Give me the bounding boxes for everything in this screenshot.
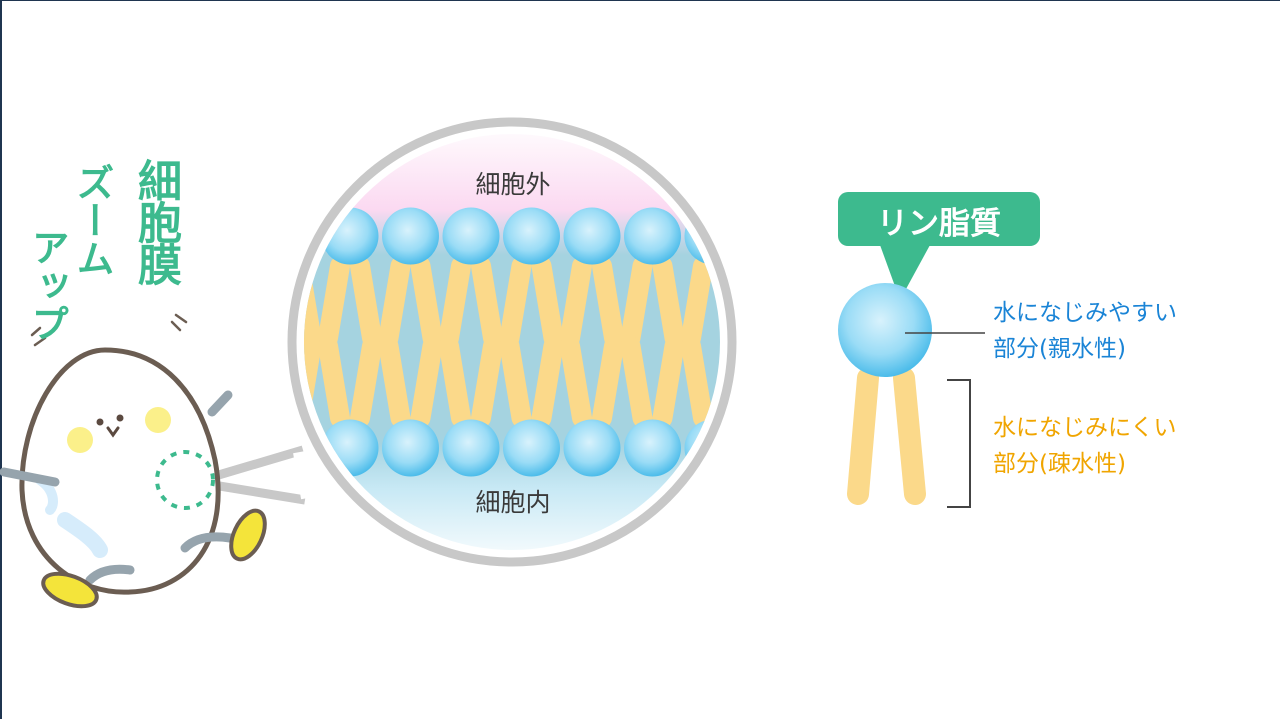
lipid-tail xyxy=(410,336,443,428)
lipid-tail xyxy=(681,256,713,348)
lipid-tail xyxy=(560,256,592,348)
zoom-target-icon xyxy=(155,450,215,510)
lipid-tail xyxy=(652,256,685,348)
lipid-head xyxy=(624,207,681,265)
lipid-tail xyxy=(592,256,624,348)
inside-cell-label: 細胞内 xyxy=(475,488,551,517)
lipid-head xyxy=(382,419,439,477)
lipid-head xyxy=(442,419,500,477)
lipid-head xyxy=(563,419,621,477)
lipid-tail xyxy=(531,256,564,348)
hydrophilic-line2: 部分(親水性) xyxy=(993,336,1126,362)
hydrophobic-line2: 部分(疎水性) xyxy=(993,451,1126,477)
lipid-tail xyxy=(439,336,471,428)
lipid-tail xyxy=(681,336,713,428)
lipid-head xyxy=(503,419,560,477)
lipid-tail xyxy=(439,256,471,348)
lipid-tail xyxy=(471,256,503,348)
lipid-tail xyxy=(378,336,411,428)
lipid-tail xyxy=(350,336,382,428)
hydrophobic-line1: 水になじみにくい xyxy=(993,415,1177,441)
lipid-tail xyxy=(318,256,350,348)
hydrophilic-label: 水になじみやすい 部分(親水性) xyxy=(993,295,1177,367)
caption-membrane: 細胞膜 xyxy=(130,158,181,284)
caption-up: アップ xyxy=(25,228,69,342)
lipid-head xyxy=(563,207,621,265)
lipid-tail xyxy=(560,336,592,428)
caption-zoom: ズーム xyxy=(70,163,114,277)
lipid-tail xyxy=(531,336,564,428)
lipid-tail xyxy=(620,256,653,348)
lipid-tail xyxy=(378,256,411,348)
lipid-tail xyxy=(350,256,382,348)
phospholipid-label-box xyxy=(838,192,1040,246)
phospholipid-model xyxy=(838,192,1040,508)
lipid-tail xyxy=(499,336,532,428)
outside-cell-label: 細胞外 xyxy=(475,170,551,199)
lipid-tail xyxy=(318,336,350,428)
lipid-tail xyxy=(471,336,503,428)
hydrophilic-line1: 水になじみやすい xyxy=(993,300,1177,326)
lipid-head xyxy=(442,207,500,265)
hydrophobic-bracket xyxy=(947,379,971,508)
lipid-head xyxy=(624,419,681,477)
hydrophobic-label: 水になじみにくい 部分(疎水性) xyxy=(993,410,1177,482)
lipid-tail xyxy=(620,336,653,428)
lipid-tail xyxy=(592,336,624,428)
lipid-tail xyxy=(652,336,685,428)
phospholipid-title: リン脂質 xyxy=(877,206,1001,242)
cell-character xyxy=(0,313,267,609)
lipid-head xyxy=(382,207,439,265)
membrane-bilayer xyxy=(268,134,720,550)
lipid-tail xyxy=(268,346,280,418)
lipid-tail xyxy=(268,266,280,338)
hydrophilic-head xyxy=(838,283,932,377)
lipid-tail xyxy=(410,256,443,348)
lipid-tail xyxy=(499,256,532,348)
lipid-head xyxy=(503,207,560,265)
